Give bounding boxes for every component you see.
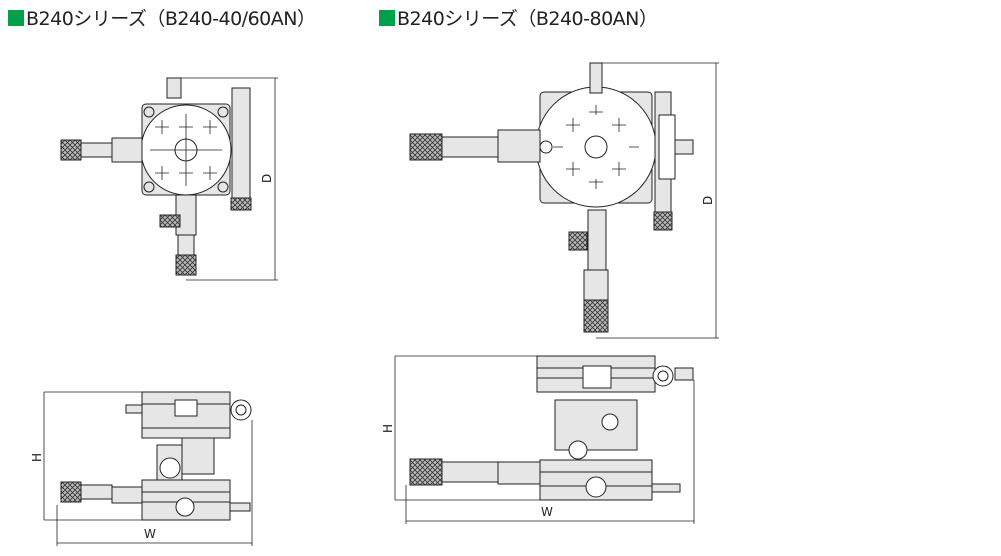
title-b240-80an: B240シリーズ（B240-80AN） [379,4,658,31]
dimension-label-w: W [541,505,553,519]
dimension-label-d: D [260,174,274,183]
title-text: B240シリーズ（B240-40/60AN） [26,8,316,30]
side-view-40-60an: H W [30,391,253,546]
side-view-80an: H W [381,355,695,524]
dimension-label-h: H [381,424,395,433]
top-view-80an: D [409,62,719,339]
green-square-icon [8,9,24,26]
title-text: B240シリーズ（B240-80AN） [397,8,658,30]
dimension-label-h: H [30,453,44,462]
dimension-label-d: D [701,196,715,205]
top-view-40-60an: D [60,77,278,281]
dimension-label-w: W [144,527,156,541]
title-b240-40-60an: B240シリーズ（B240-40/60AN） [8,4,316,31]
green-square-icon [379,9,395,26]
